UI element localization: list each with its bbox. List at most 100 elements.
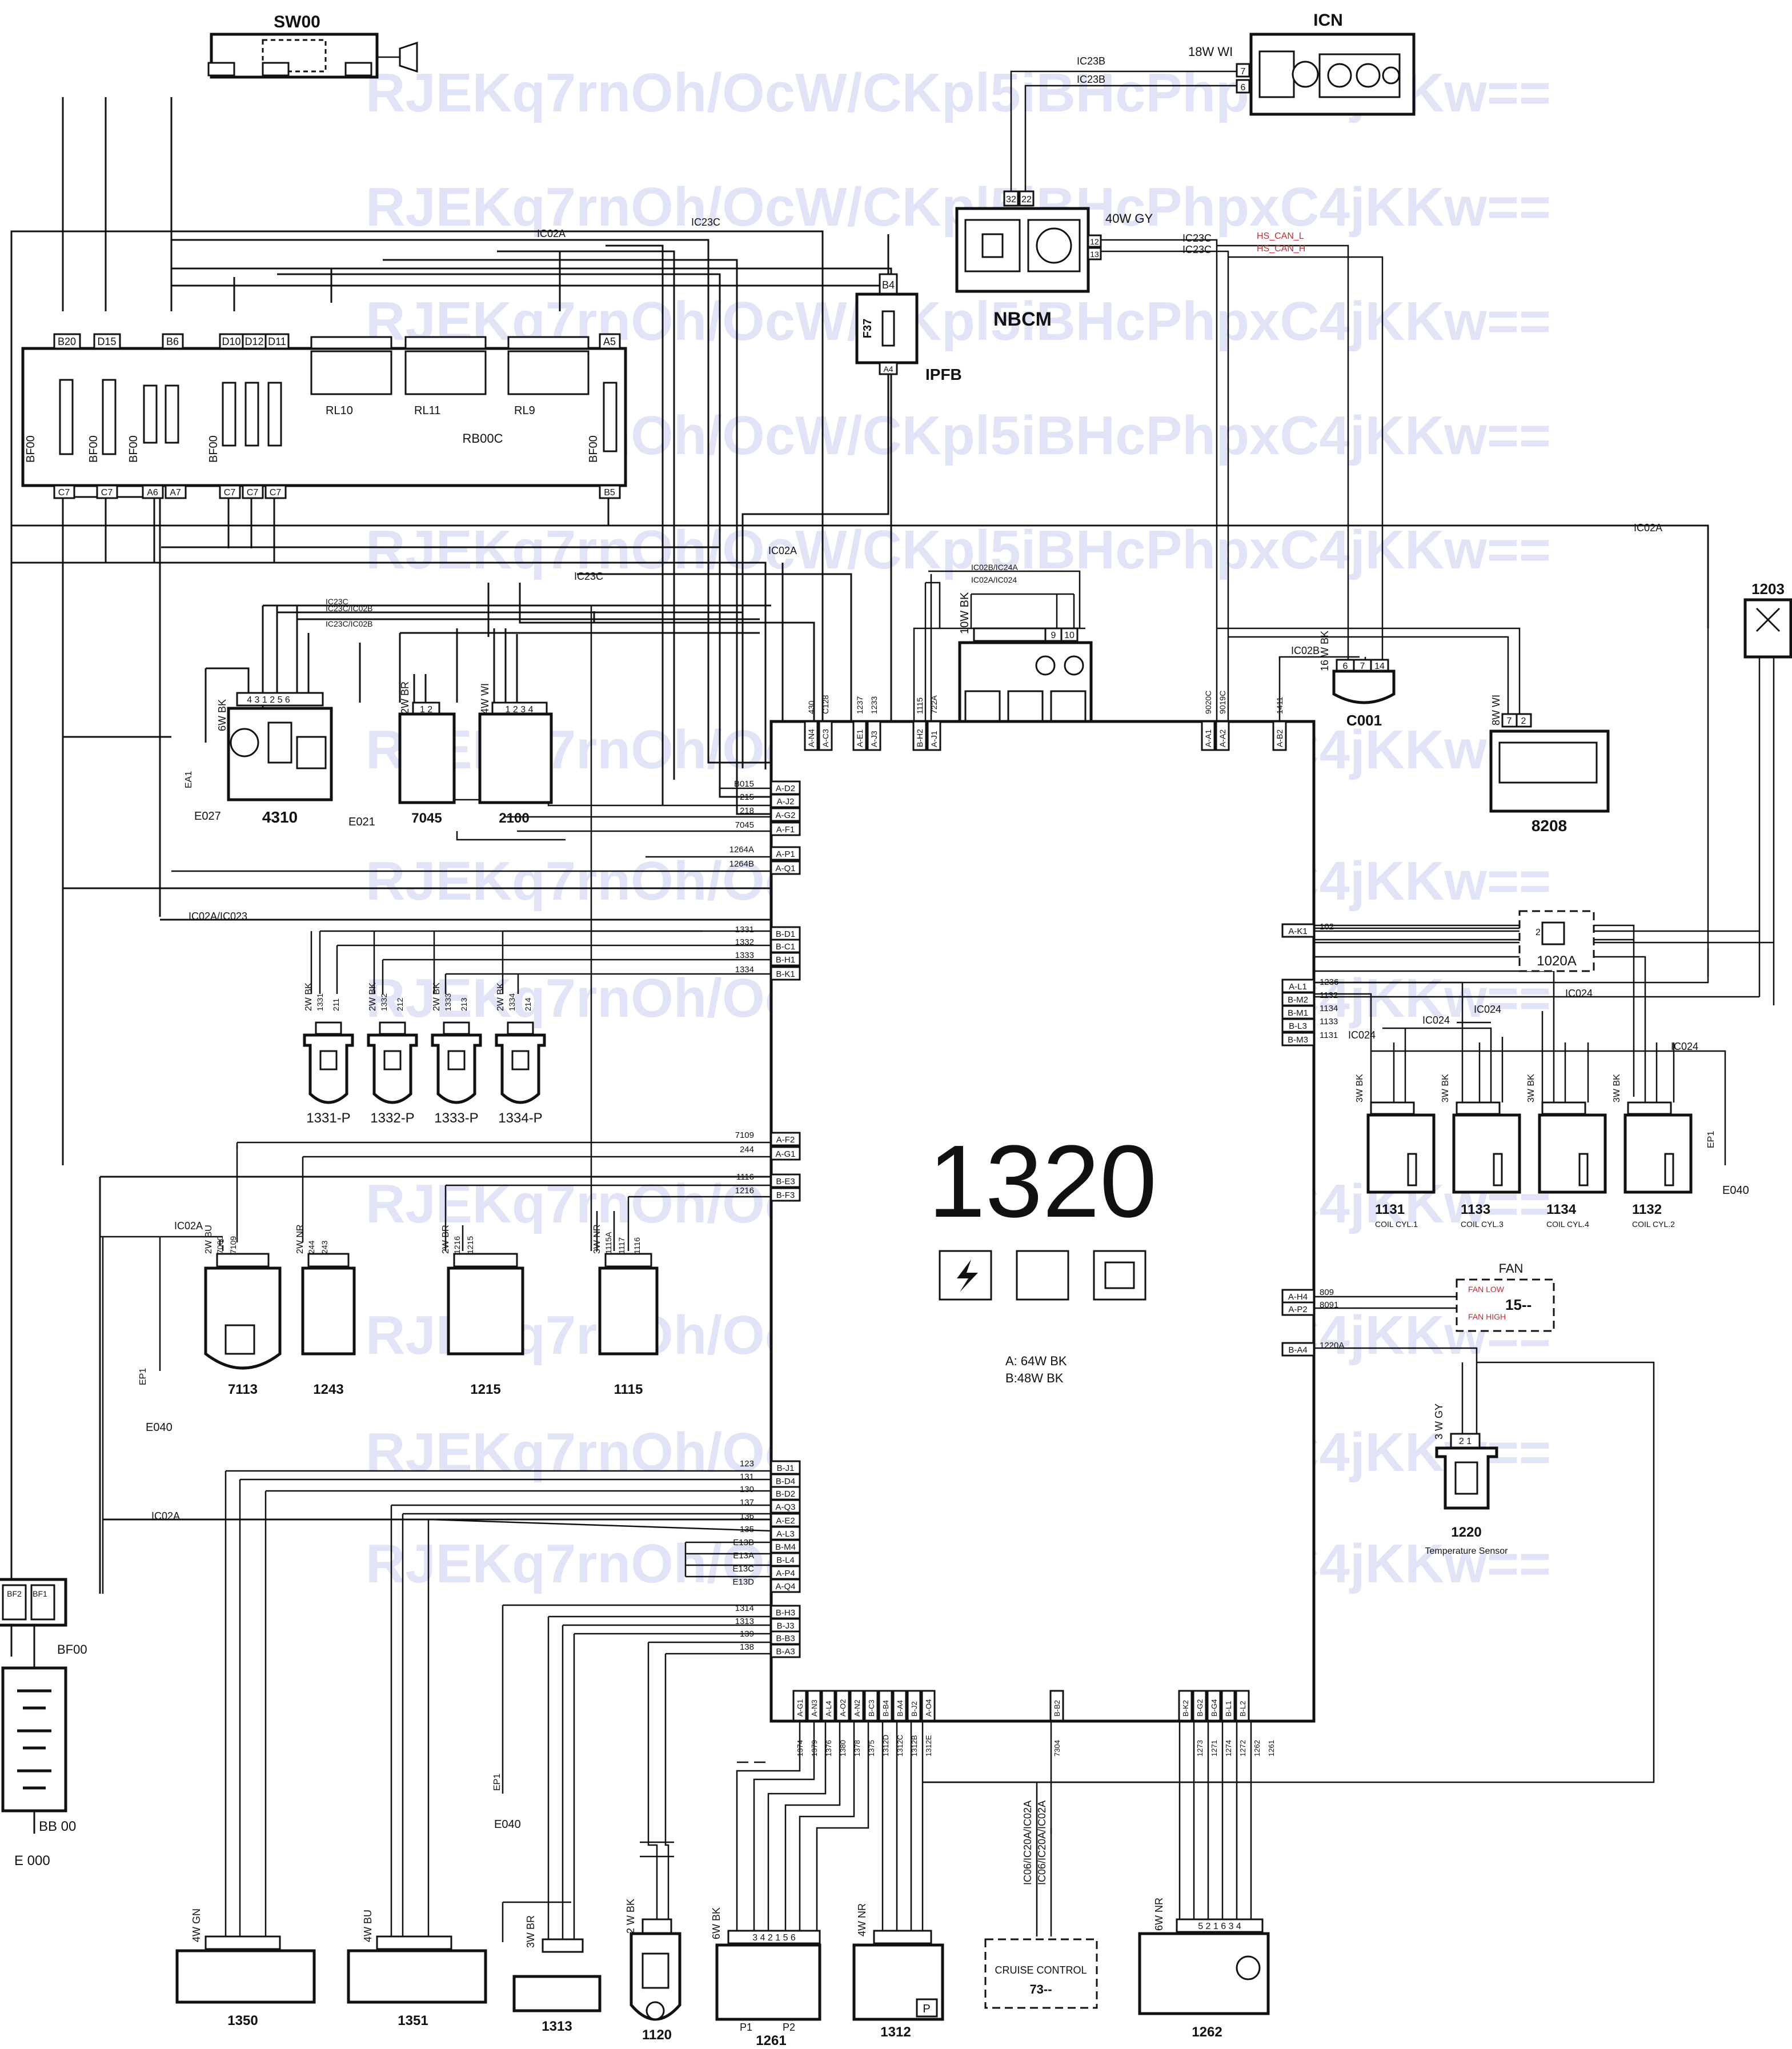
pin-label: A-G1 <box>796 1699 804 1717</box>
ecm-pin <box>770 1173 801 1188</box>
wire-label: 218 <box>740 806 754 816</box>
pin-label: B-D2 <box>776 1489 795 1499</box>
e040-label: E040 <box>146 1421 173 1434</box>
wire-label: 244 <box>740 1145 754 1154</box>
component-4310: 6W BK 4 3 1 2 5 6 4310 EA1 E027 E021 <box>184 692 375 828</box>
pin-label: B-D4 <box>776 1477 795 1486</box>
ecm-pin <box>1281 1032 1315 1046</box>
svg-text:3 W GY: 3 W GY <box>1433 1404 1445 1439</box>
fan-component: FAN FAN LOW FAN HIGH 15-- <box>1456 1261 1555 1332</box>
svg-text:B4: B4 <box>882 279 895 291</box>
wire-label: 1215 <box>466 1236 475 1254</box>
c001-label: C001 <box>1346 712 1382 729</box>
component-id: 1334-P <box>498 1110 542 1126</box>
svg-text:IC02B: IC02B <box>1291 645 1320 656</box>
svg-text:IC02A: IC02A <box>174 1220 203 1232</box>
ecm-pin <box>821 1690 836 1722</box>
svg-text:A5: A5 <box>603 336 616 347</box>
svg-text:Temperature Sensor: Temperature Sensor <box>1425 1546 1509 1556</box>
svg-text:CRUISE CONTROL: CRUISE CONTROL <box>995 1964 1087 1976</box>
pin-label: B-K2 <box>1181 1700 1190 1717</box>
wire-label: 130 <box>740 1485 754 1494</box>
pin-label: B-H3 <box>776 1608 795 1618</box>
wire-label: 1262 <box>1253 1740 1261 1757</box>
wire-label: B015 <box>734 779 754 789</box>
svg-text:D11: D11 <box>268 336 286 347</box>
svg-text:2: 2 <box>1521 716 1526 726</box>
svg-text:1020A: 1020A <box>1537 953 1576 969</box>
cruise-control: IC06/IC20A/IC02A IC06/IC20A/IC02A CRUISE… <box>984 1801 1098 2009</box>
component-id: 1333-P <box>434 1110 478 1126</box>
svg-text:IC02A: IC02A <box>537 228 566 239</box>
e040-label: E040 <box>494 1818 521 1831</box>
pin-label: A-N3 <box>810 1699 819 1717</box>
svg-text:4W NR: 4W NR <box>856 1903 868 1936</box>
svg-text:1220: 1220 <box>1451 1525 1481 1540</box>
wire-label: 1331 <box>735 925 754 935</box>
transistor-icon <box>1036 227 1072 264</box>
svg-text:B6: B6 <box>166 336 179 347</box>
svg-text:E021: E021 <box>348 816 375 828</box>
svg-text:2100: 2100 <box>499 811 529 826</box>
ecm-pin <box>770 1187 801 1202</box>
svg-text:15--: 15-- <box>1505 1296 1532 1313</box>
connector-label: 3W BK <box>1526 1074 1536 1102</box>
svg-text:BF2: BF2 <box>7 1589 22 1598</box>
wire-label: E13A <box>733 1551 754 1561</box>
svg-text:A7: A7 <box>170 488 181 498</box>
pin-label: B-M4 <box>775 1542 796 1552</box>
pin-label: B-L1 <box>1224 1701 1233 1717</box>
component-id: 1331-P <box>306 1110 350 1126</box>
wire-label: 1411 <box>1275 697 1284 714</box>
nbcm-connector: 40W GY <box>1105 211 1153 226</box>
wires <box>0 70 1775 1942</box>
ecm-pin <box>807 1690 821 1722</box>
wire-label: 1131 <box>1320 1030 1338 1040</box>
resistor-icon <box>1407 1153 1417 1186</box>
ecm-pin <box>1281 923 1315 938</box>
component-sub: COIL CYL.3 <box>1461 1220 1504 1229</box>
chip-icon <box>981 233 1004 258</box>
nbcm-module: NBCM 32 22 40W GY 12 13 HS_CAN_L HS_CAN_… <box>955 190 1305 330</box>
ecm-pin <box>849 1690 864 1722</box>
svg-text:IC02A: IC02A <box>151 1510 180 1522</box>
wire-label: 1378 <box>853 1740 861 1757</box>
svg-text:IC23C: IC23C <box>574 571 603 582</box>
svg-text:4W WI: 4W WI <box>479 683 491 714</box>
svg-text:FAN LOW: FAN LOW <box>1468 1285 1505 1294</box>
ipfb-fuse: B4 F37 A4 IPFB <box>855 273 962 383</box>
wire-label: 1220A <box>1320 1341 1344 1350</box>
pin-label: B-G4 <box>1210 1699 1218 1717</box>
svg-text:4W GN: 4W GN <box>191 1908 202 1942</box>
ecm-pin <box>818 720 833 751</box>
ecm-pin <box>1281 1342 1315 1357</box>
ecm-pin <box>1221 1690 1236 1722</box>
pin-label: B-C3 <box>867 1699 876 1717</box>
wire-label: 1216 <box>452 1236 462 1254</box>
hs-can-l-label: HS_CAN_L <box>1257 231 1304 241</box>
ecm-1320: 1320 A: 64W BK B:48W BK <box>769 720 1316 1723</box>
svg-text:IC23C/IC02B: IC23C/IC02B <box>326 604 372 613</box>
rl10-label: RL10 <box>326 404 353 417</box>
svg-text:IC06/IC20A/IC02A: IC06/IC20A/IC02A <box>1022 1801 1033 1885</box>
ecm-pin <box>792 1690 807 1722</box>
wire-label: 139 <box>740 1629 754 1639</box>
component-1261: 6W BK 3 4 2 1 5 6 P1 P2 1261 <box>711 1907 821 2048</box>
connector-label: 3W BK <box>1355 1074 1365 1102</box>
component-id: 1215 <box>470 1382 500 1397</box>
connector-label: 3W BK <box>1612 1074 1622 1102</box>
pin-label: B-A4 <box>896 1700 904 1717</box>
svg-text:EP1: EP1 <box>492 1774 502 1791</box>
wire-label: 7304 <box>1053 1740 1061 1757</box>
svg-text:10: 10 <box>1064 631 1075 640</box>
wire-label: 102 <box>1320 922 1334 932</box>
wire-label: 1133 <box>1320 1017 1338 1026</box>
pin-label: B-J1 <box>777 1463 795 1473</box>
wire-label: 131 <box>740 1472 754 1482</box>
svg-text:8W WI: 8W WI <box>1490 695 1502 725</box>
component-1203: 1203 <box>1743 580 1792 659</box>
